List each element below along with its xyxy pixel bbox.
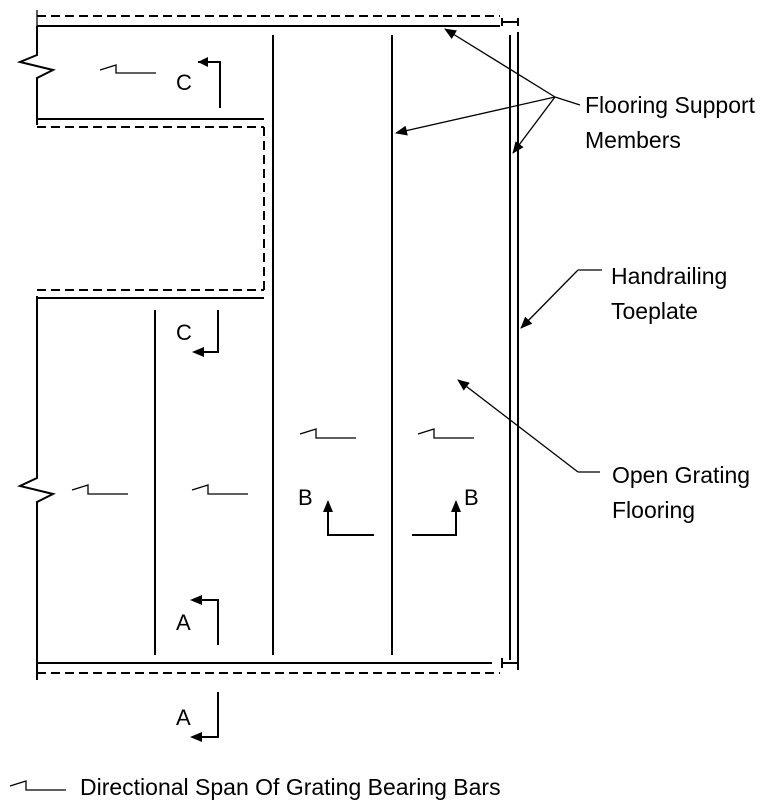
leader-handrailing — [520, 269, 602, 329]
section-marker-b-right: B — [412, 485, 479, 536]
section-label-a-outer: A — [176, 705, 191, 730]
label-handrailing-line1: Handrailing — [611, 263, 727, 289]
legend-span-symbol — [9, 780, 66, 791]
label-open-grating-line2: Flooring — [612, 497, 695, 523]
span-symbol — [299, 428, 356, 439]
label-flooring-support-line2: Members — [585, 127, 681, 153]
section-label-b-left: B — [298, 485, 313, 510]
top-support-member — [36, 10, 519, 27]
section-marker-b-left: B — [298, 485, 374, 536]
section-label-b-right: B — [464, 485, 479, 510]
section-marker-a-inner: A — [176, 595, 219, 645]
span-symbol — [417, 428, 474, 439]
section-label-c-mid: C — [176, 320, 192, 345]
bottom-support-member — [36, 658, 519, 680]
left-edge-lower — [17, 296, 56, 680]
left-edge-upper — [16, 26, 56, 125]
label-handrailing-line2: Toeplate — [611, 298, 698, 324]
floor-opening-outline — [37, 118, 265, 299]
section-marker-c-top: C — [176, 57, 221, 108]
label-open-grating-line1: Open Grating — [612, 462, 750, 488]
section-marker-c-mid: C — [176, 310, 219, 357]
leader-flooring-support — [395, 28, 581, 154]
legend: Directional Span Of Grating Bearing Bars — [9, 774, 501, 800]
span-symbol — [71, 484, 128, 495]
section-label-c-top: C — [176, 70, 192, 95]
legend-text: Directional Span Of Grating Bearing Bars — [80, 774, 501, 800]
leader-open-grating — [457, 379, 600, 473]
section-label-a-inner: A — [176, 610, 191, 635]
span-symbol — [99, 64, 156, 74]
section-marker-a-outer: A — [176, 692, 219, 742]
label-flooring-support-line1: Flooring Support — [585, 92, 756, 118]
span-symbol — [191, 484, 248, 495]
